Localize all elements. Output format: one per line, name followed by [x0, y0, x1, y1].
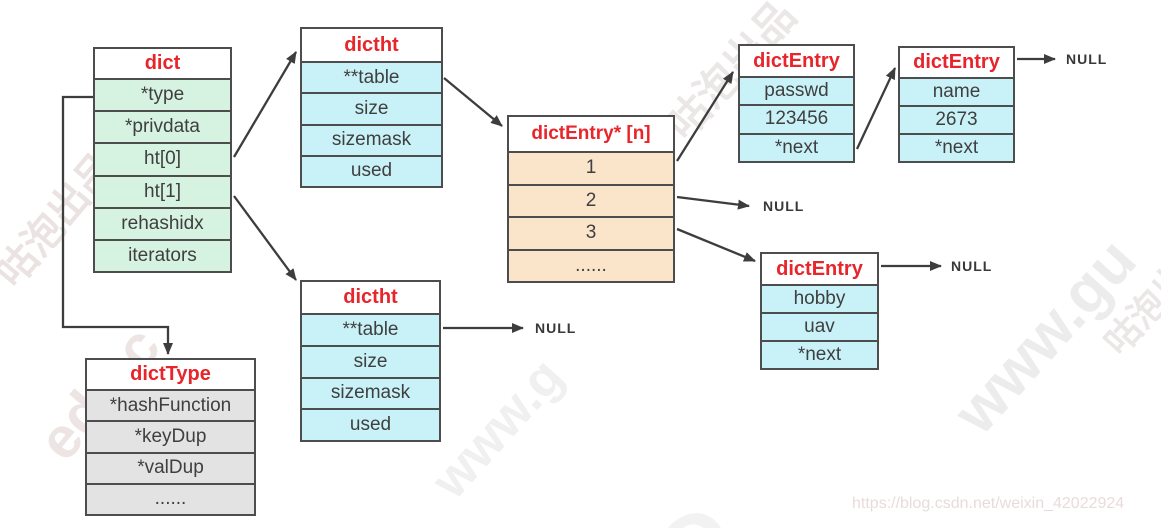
cell-table: **table: [302, 61, 441, 93]
dict-title: dict: [95, 49, 230, 78]
bucket-array-node: dictEntry* [n] 1 2 3 ......: [507, 115, 675, 283]
cell-key: passwd: [740, 76, 853, 105]
dictht-bottom-node: dictht **table size sizemask used: [300, 280, 441, 442]
entry-hobby-node: dictEntry hobby uav *next: [760, 252, 879, 370]
null-label: NULL: [1066, 51, 1108, 67]
cell-keydup: *keyDup: [87, 420, 254, 452]
cell-size: size: [302, 92, 441, 124]
null-label: NULL: [763, 198, 805, 214]
cell-iterators: iterators: [95, 238, 230, 271]
entry-passwd-title: dictEntry: [740, 46, 853, 76]
cell-type: *type: [95, 78, 230, 111]
cell-next: *next: [762, 340, 877, 368]
arrow-bucket1-to-entry-passwd: [676, 71, 734, 162]
cell-size: size: [302, 344, 439, 377]
cell-used: used: [302, 408, 439, 440]
cell-key: name: [900, 77, 1013, 105]
cell-value: 123456: [740, 104, 853, 133]
cell-bucket-ellipsis: ......: [509, 248, 673, 281]
cell-valdup: *valDup: [87, 451, 254, 483]
entry-passwd-node: dictEntry passwd 123456 *next: [738, 44, 855, 163]
dictht-top-title: dictht: [302, 29, 441, 61]
cell-ellipsis: ......: [87, 482, 254, 514]
dictht-top-node: dictht **table size sizemask used: [300, 27, 443, 188]
entry-hobby-title: dictEntry: [762, 254, 877, 284]
cell-value: 2673: [900, 105, 1013, 133]
cell-rehashidx: rehashidx: [95, 206, 230, 239]
cell-hashfunction: *hashFunction: [87, 389, 254, 421]
cell-next: *next: [740, 132, 853, 161]
cell-bucket-1: 1: [509, 151, 673, 184]
cell-next: *next: [900, 133, 1013, 161]
cell-sizemask: sizemask: [302, 376, 439, 409]
cell-ht0: ht[0]: [95, 142, 230, 175]
arrow-ht0-to-dictht-top: [233, 51, 297, 158]
arrow-next-to-entry-name: [855, 67, 897, 150]
dicttype-title: dictType: [87, 360, 254, 389]
attribution-url: https://blog.csdn.net/weixin_42022924: [852, 495, 1125, 512]
cell-used: used: [302, 154, 441, 186]
cell-key: hobby: [762, 284, 877, 312]
dict-node: dict *type *privdata ht[0] ht[1] rehashi…: [93, 47, 232, 273]
null-label: NULL: [951, 258, 993, 274]
cell-bucket-3: 3: [509, 216, 673, 249]
cell-table: **table: [302, 313, 439, 345]
arrow-bucket3-to-entry-hobby: [676, 227, 756, 263]
dictht-bottom-title: dictht: [302, 282, 439, 313]
null-label: NULL: [535, 320, 577, 336]
arrow-bucket2-to-null: [676, 195, 750, 210]
cell-bucket-2: 2: [509, 183, 673, 216]
cell-ht1: ht[1]: [95, 174, 230, 207]
arrow-ht1-to-dictht-bottom: [233, 195, 297, 281]
arrow-table-to-bucket-array: [443, 77, 503, 127]
arrow-type-to-dicttype: [61, 95, 173, 355]
entry-name-title: dictEntry: [900, 48, 1013, 77]
bucket-array-title: dictEntry* [n]: [509, 117, 673, 151]
cell-privdata: *privdata: [95, 110, 230, 143]
dicttype-node: dictType *hashFunction *keyDup *valDup .…: [85, 358, 256, 516]
entry-name-node: dictEntry name 2673 *next: [898, 46, 1015, 163]
cell-sizemask: sizemask: [302, 123, 441, 155]
cell-value: uav: [762, 312, 877, 340]
